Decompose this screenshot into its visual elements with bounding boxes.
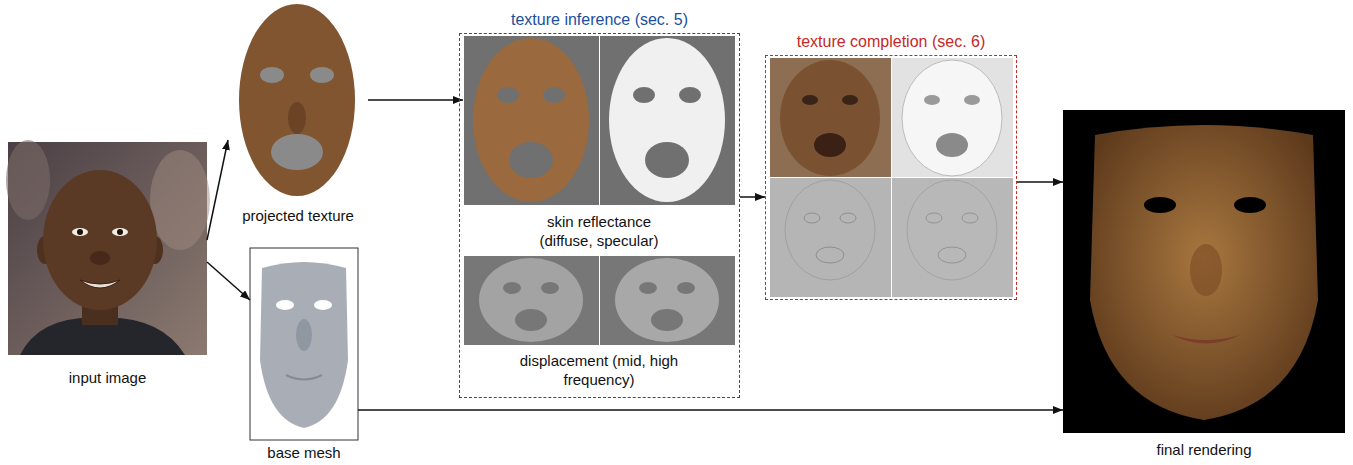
group-title: texture completion (sec. 6) — [766, 32, 1016, 52]
image-figure: final rendering — [1063, 110, 1345, 461]
completed-high-tile — [892, 178, 1013, 297]
eye-hole — [497, 87, 519, 103]
nose — [90, 251, 110, 265]
rendered-face — [1090, 125, 1318, 420]
displacement-contour — [907, 180, 997, 280]
displacement-contour — [785, 180, 875, 280]
mouth-hole — [515, 309, 547, 331]
eye-hole — [1144, 197, 1176, 213]
arrow-connector — [207, 262, 250, 300]
eye-hole — [310, 67, 334, 83]
mouth — [80, 280, 120, 288]
image-figure: base mesh — [250, 248, 358, 464]
displacement-contour — [938, 247, 966, 263]
figure-caption: skin reflectance (diffuse, specular) — [519, 212, 679, 250]
specular-tile — [600, 36, 735, 205]
image-figure: projected texture — [228, 3, 368, 227]
image-pair: skin reflectance (diffuse, specular) — [463, 36, 735, 252]
figure-caption: displacement (mid, high frequency) — [519, 351, 679, 389]
render-background — [1063, 110, 1345, 433]
displacement-contour — [816, 247, 844, 263]
eye-hole — [677, 282, 695, 294]
mouth — [936, 133, 968, 157]
displacement-face — [615, 258, 719, 342]
diffuse-face — [473, 38, 589, 202]
arrow-connector — [358, 409, 1063, 411]
arrow-connector — [740, 196, 765, 198]
mouth-hole — [645, 142, 689, 178]
eye — [72, 228, 88, 236]
mesh-face — [260, 262, 348, 428]
displacement-contour — [962, 213, 978, 223]
eye-hole — [679, 87, 701, 103]
head — [43, 170, 157, 310]
image-figure: input image — [8, 142, 207, 389]
arrow-connector — [368, 99, 463, 101]
dashed-group: texture completion (sec. 6) — [765, 55, 1017, 300]
displacement-contour — [804, 213, 820, 223]
face-texture — [239, 4, 355, 196]
eye-hole — [541, 282, 559, 294]
completed-specular-tile — [892, 58, 1013, 177]
eye-hole — [260, 67, 284, 83]
figure-caption: projected texture — [228, 206, 368, 225]
mouth — [814, 133, 846, 157]
eye-hole — [543, 87, 565, 103]
completed-diffuse-tile — [770, 58, 891, 177]
group-title: texture inference (sec. 5) — [460, 10, 739, 30]
lips — [1172, 335, 1240, 344]
completed-face — [902, 60, 1002, 176]
eye-hole — [276, 300, 294, 310]
displacement-contour — [840, 213, 856, 223]
mouth-line — [286, 375, 322, 380]
nose-shade — [1190, 244, 1222, 296]
figure-caption: input image — [13, 368, 203, 387]
mesh-frame — [250, 248, 358, 440]
blurred-figure — [150, 150, 210, 250]
mouth-hole — [651, 309, 683, 331]
mouth-hole — [271, 134, 323, 170]
blurred-figure — [6, 140, 50, 220]
high-displacement-tile — [600, 256, 735, 345]
displacement-contour — [926, 213, 942, 223]
eye-hole — [314, 300, 332, 310]
eye-hole — [1234, 197, 1266, 213]
eye — [802, 95, 818, 105]
completed-mid-tile — [770, 178, 891, 297]
eye — [964, 95, 980, 105]
figure-caption: base mesh — [250, 443, 358, 462]
eye — [924, 95, 940, 105]
figure-caption: final rendering — [1063, 440, 1345, 459]
displacement-face — [479, 258, 583, 342]
mid-displacement-tile — [464, 256, 599, 345]
dashed-group: texture inference (sec. 5)skin reflectan… — [459, 33, 740, 398]
specular-face — [609, 38, 725, 202]
nose-shade — [288, 102, 306, 134]
eye — [842, 95, 858, 105]
nose-shade — [296, 319, 312, 351]
completed-face — [780, 60, 880, 176]
pupil — [117, 229, 123, 235]
pupil — [77, 229, 83, 235]
eye — [112, 228, 128, 236]
mouth-hole — [509, 142, 553, 178]
eye-hole — [633, 87, 655, 103]
diffuse-tile — [464, 36, 599, 205]
image-pair: displacement (mid, high frequency) — [463, 255, 735, 391]
eye-hole — [503, 282, 521, 294]
eye-hole — [639, 282, 657, 294]
arrow-connector — [207, 140, 228, 240]
arrow-connector — [1017, 181, 1063, 183]
